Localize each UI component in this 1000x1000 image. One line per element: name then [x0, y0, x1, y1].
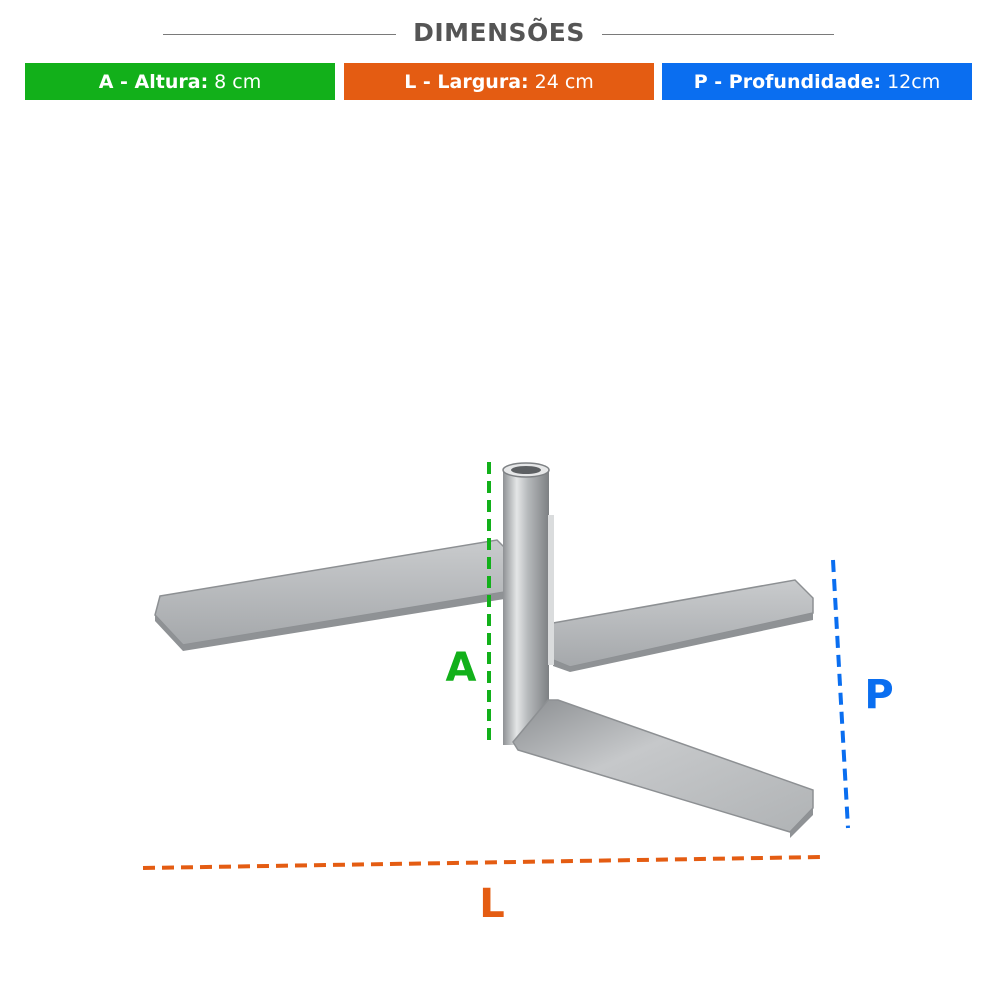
width-badge: L - Largura: 24 cm	[344, 63, 654, 100]
depth-dimension-line	[831, 559, 850, 829]
left-foot	[154, 539, 523, 651]
width-letter: L	[479, 881, 505, 927]
width-badge-value: 24 cm	[534, 70, 594, 93]
height-badge-key: A - Altura:	[98, 70, 209, 93]
page-title: DIMENSÕES	[413, 18, 585, 47]
height-letter: A	[446, 645, 477, 691]
depth-badge-key: P - Profundidade:	[693, 70, 882, 93]
header-rule-right	[602, 34, 834, 35]
header-rule-left	[163, 34, 396, 35]
height-badge: A - Altura: 8 cm	[25, 63, 335, 100]
dimensions-header: DIMENSÕES	[0, 14, 1000, 58]
back-right-foot	[552, 579, 814, 672]
center-tube	[502, 462, 554, 745]
width-badge-key: L - Largura:	[404, 70, 529, 93]
front-right-foot	[512, 699, 814, 838]
width-dimension-line	[142, 855, 824, 870]
depth-badge: P - Profundidade: 12cm	[662, 63, 972, 100]
height-badge-value: 8 cm	[214, 70, 262, 93]
depth-badge-value: 12cm	[887, 70, 941, 93]
depth-letter: P	[864, 672, 893, 718]
